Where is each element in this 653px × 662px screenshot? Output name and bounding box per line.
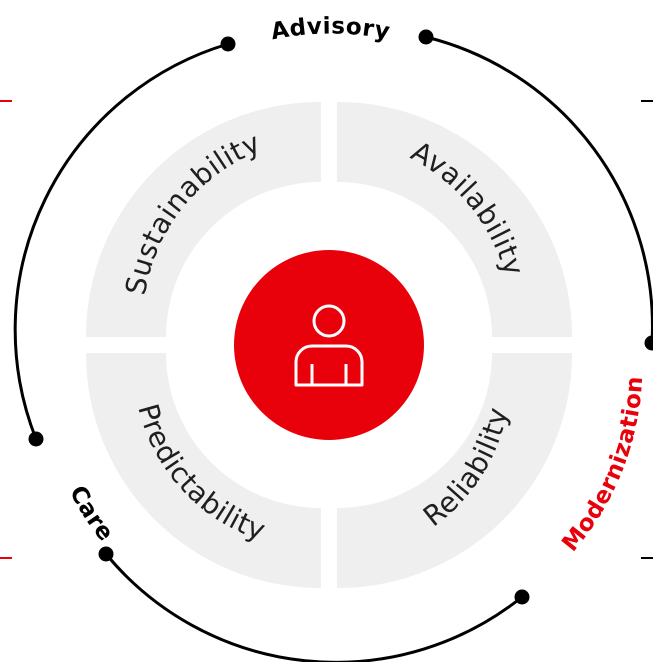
- segment-sustainability: [85, 101, 321, 337]
- arc-advisory-to-modernization: [425, 35, 653, 344]
- ring-label-care: Care: [64, 482, 118, 547]
- arc-endpoint: [220, 36, 236, 52]
- ring-label-advisory: Advisory: [269, 13, 392, 45]
- arc-endpoint: [644, 335, 653, 351]
- arc-advisory-to-care: [13, 42, 229, 440]
- arc-endpoint: [28, 431, 44, 447]
- arc-endpoint: [98, 546, 114, 562]
- segment-reliability: [337, 353, 573, 589]
- ring-label-modernization: Modernization: [557, 375, 648, 556]
- arc-care-to-modernization: [104, 553, 523, 662]
- quadrant-segments: [85, 101, 573, 589]
- outer-ring-arcs: [13, 35, 653, 662]
- segment-availability: [337, 101, 573, 337]
- person-icon: [294, 304, 364, 387]
- arc-endpoint: [514, 589, 530, 605]
- arc-endpoints: [28, 29, 653, 605]
- arc-endpoint: [418, 29, 434, 45]
- segment-predictability: [85, 353, 321, 589]
